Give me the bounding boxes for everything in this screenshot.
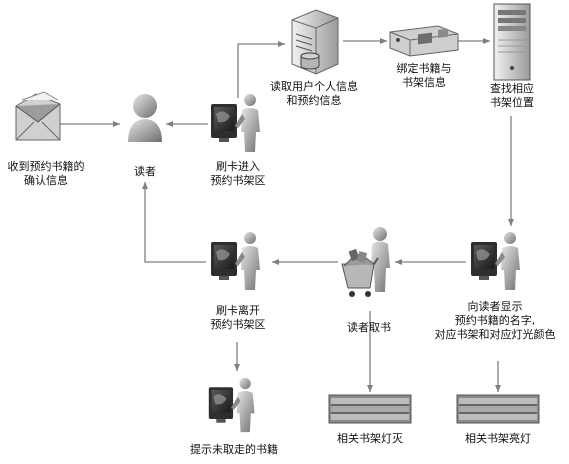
label-find-shelf: 查找相应 书架位置 <box>490 82 534 109</box>
shelf-light-icon <box>456 394 540 424</box>
arrow-swipe-leave-to-reader <box>142 182 206 263</box>
card-reader-person-icon <box>471 232 520 290</box>
database-server-icon <box>291 9 339 75</box>
person-icon <box>128 94 162 142</box>
card-reader-person-icon <box>208 377 255 433</box>
label-shelf-light-on: 相关书架亮灯 <box>465 432 531 445</box>
card-reader-person-icon <box>211 94 260 152</box>
label-swipe-leave: 刷卡离开 预约书架区 <box>210 304 266 331</box>
card-reader-person-icon <box>211 232 260 290</box>
network-card-icon <box>389 25 459 57</box>
label-reader-takes-book: 读者取书 <box>347 321 391 334</box>
label-reader: 读者 <box>134 165 156 178</box>
shelf-light-icon <box>328 394 412 424</box>
label-read-user-info: 读取用户个人信息 和预约信息 <box>270 80 358 107</box>
envelope-icon <box>15 91 61 141</box>
label-display-to-reader: 向读者显示 预约书籍的名字, 对应书架和对应灯光颜色 <box>434 300 556 341</box>
label-received-confirmation: 收到预约书籍的 确认信息 <box>7 160 85 187</box>
arrow-swipe-enter-to-user-info <box>237 41 285 98</box>
server-tower-icon <box>493 3 531 81</box>
label-swipe-enter: 刷卡进入 预约书架区 <box>210 160 266 187</box>
label-bind-book-shelf: 绑定书籍与 书架信息 <box>396 62 452 89</box>
shopping-cart-person-icon <box>341 227 390 297</box>
label-prompt-untaken: 提示未取走的书籍 <box>190 443 278 456</box>
flow-connectors <box>60 38 514 392</box>
label-shelf-light-off: 相关书架灯灭 <box>337 432 403 445</box>
